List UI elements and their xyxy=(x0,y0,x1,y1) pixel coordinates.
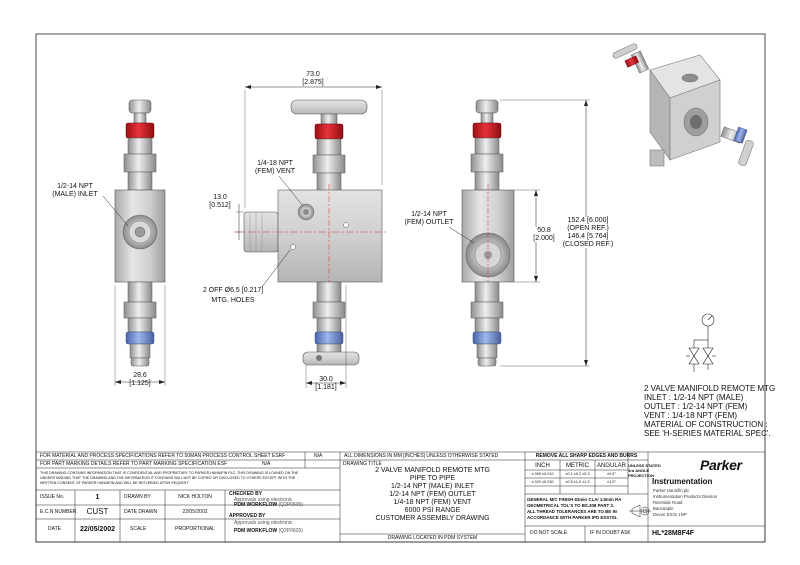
title-block-lines xyxy=(35,451,766,543)
material-spec-note: FOR MATERIAL AND PROCESS SPECIFICATIONS … xyxy=(40,453,286,459)
date-value: 22/05/2002 xyxy=(79,526,116,533)
drawn-by-value: NICK HOLTON xyxy=(178,494,212,500)
left-view xyxy=(102,99,166,386)
dimensions-note: ALL DIMENSIONS IN MM [INCHES] UNLESS OTH… xyxy=(344,453,499,459)
company-division: Instrumentation xyxy=(652,477,713,486)
approved-by-value: PDM WORKFLOW (Q2P0605) xyxy=(234,528,303,534)
tol-cell: ±.005 ±0.010 xyxy=(531,472,554,476)
tol-header-inch: INCH xyxy=(535,463,550,469)
valve-symbol xyxy=(686,313,716,372)
tol-cell: ±0.5° xyxy=(607,472,616,476)
center-bottom-dim: 30.0 [1.181] xyxy=(315,376,337,391)
do-not-scale-note: DO NOT SCALE xyxy=(530,530,568,536)
spec-note: 2 VALVE MANIFOLD REMOTE MTG INLET : 1/2-… xyxy=(644,384,776,438)
date-drawn-value: 22/05/2002 xyxy=(182,509,208,515)
issue-label: ISSUE No. xyxy=(40,494,65,500)
inlet-label: 1/2-14 NPT (MALE) INLET xyxy=(52,183,98,198)
drawn-by-label: DRAWN BY xyxy=(124,494,151,500)
mounting-holes-label: 2 OFF Ø6.5 [0.217] MTG. HOLES xyxy=(202,287,264,304)
isometric-view xyxy=(612,43,754,167)
tol-cell: ±0.5 ±1.0 ±1.5 xyxy=(565,480,590,484)
confidential-note: THIS DRAWING CONTAINS INFORMATION THAT I… xyxy=(40,471,299,485)
overall-width-dim: 73.0 [2.875] xyxy=(302,71,324,86)
tol-cell: ±1.0° xyxy=(607,480,616,484)
center-view xyxy=(234,85,388,388)
tol-header-angular: ANGULAR xyxy=(596,463,626,469)
ecn-label: E.C.N NUMBER xyxy=(40,509,77,515)
drawing-located-note: DRAWING LOCATED IN PDM SYSTEM xyxy=(387,535,478,541)
tol-header-metric: METRIC xyxy=(566,463,589,469)
marking-spec-na: N/A xyxy=(262,461,271,467)
outlet-label: 1/2-14 NPT (FEM) OUTLET xyxy=(404,211,454,226)
company-logo: Parker xyxy=(700,457,742,473)
issue-value: 1 xyxy=(95,494,100,501)
vent-label: 1/4-18 NPT (FEM) VENT xyxy=(254,160,296,175)
remove-edges-note: REMOVE ALL SHARP EDGES AND BURRS xyxy=(535,453,638,459)
general-tolerance-note: GENERAL M/C FINISH 63min CLA/ 1.6min RA … xyxy=(527,497,622,520)
company-address: Parker Hannifin plc Instrumentation Prod… xyxy=(653,488,718,517)
checked-by-sub: Approvals using electronic xyxy=(234,497,293,503)
approved-by-sub: Approvals using electronic xyxy=(234,520,293,526)
projection-note: UNLESS STATED 3rd ANGLE PROJECTION xyxy=(628,463,661,478)
overall-length-dim: 152.4 [6.000] (OPEN REF.) 146.4 [5.764] … xyxy=(556,217,620,248)
drawing-title: 2 VALVE MANIFOLD REMOTE MTG PIPE TO PIPE… xyxy=(375,467,490,522)
checked-by-value: PDM WORKFLOW (Q2P0605) xyxy=(234,502,303,508)
projection-symbol xyxy=(629,504,651,518)
date-drawn-label: DATE DRAWN xyxy=(124,509,158,515)
right-view xyxy=(448,99,590,367)
part-number: HL*28M8F4F xyxy=(652,530,695,537)
scale-value: PROPORTIONAL xyxy=(175,526,215,532)
date-label: DATE xyxy=(48,526,61,532)
material-spec-na: N/A xyxy=(314,453,323,459)
center-height-dim: 13.0 [0.512] xyxy=(209,194,231,209)
left-width-dim: 28.6 [1.125] xyxy=(129,372,151,387)
tol-cell: ±.020 ±0.030 xyxy=(531,480,554,484)
approved-by-label: APPROVED BY xyxy=(229,513,266,519)
tol-cell: ±0.1 ±0.2 ±0.3 xyxy=(565,472,590,476)
checked-by-label: CHECKED BY xyxy=(229,491,263,497)
ecn-value: CUST xyxy=(86,507,109,516)
scale-label: SCALE xyxy=(130,526,147,532)
drawing-title-label: DRAWING TITLE xyxy=(343,461,382,467)
if-in-doubt-note: IF IN DOUBT ASK xyxy=(590,530,631,536)
right-height-dim: 50.8 [2.000] xyxy=(527,227,561,242)
marking-spec-note: FOR PART MARKING DETAILS REFER TO PART M… xyxy=(40,461,228,467)
